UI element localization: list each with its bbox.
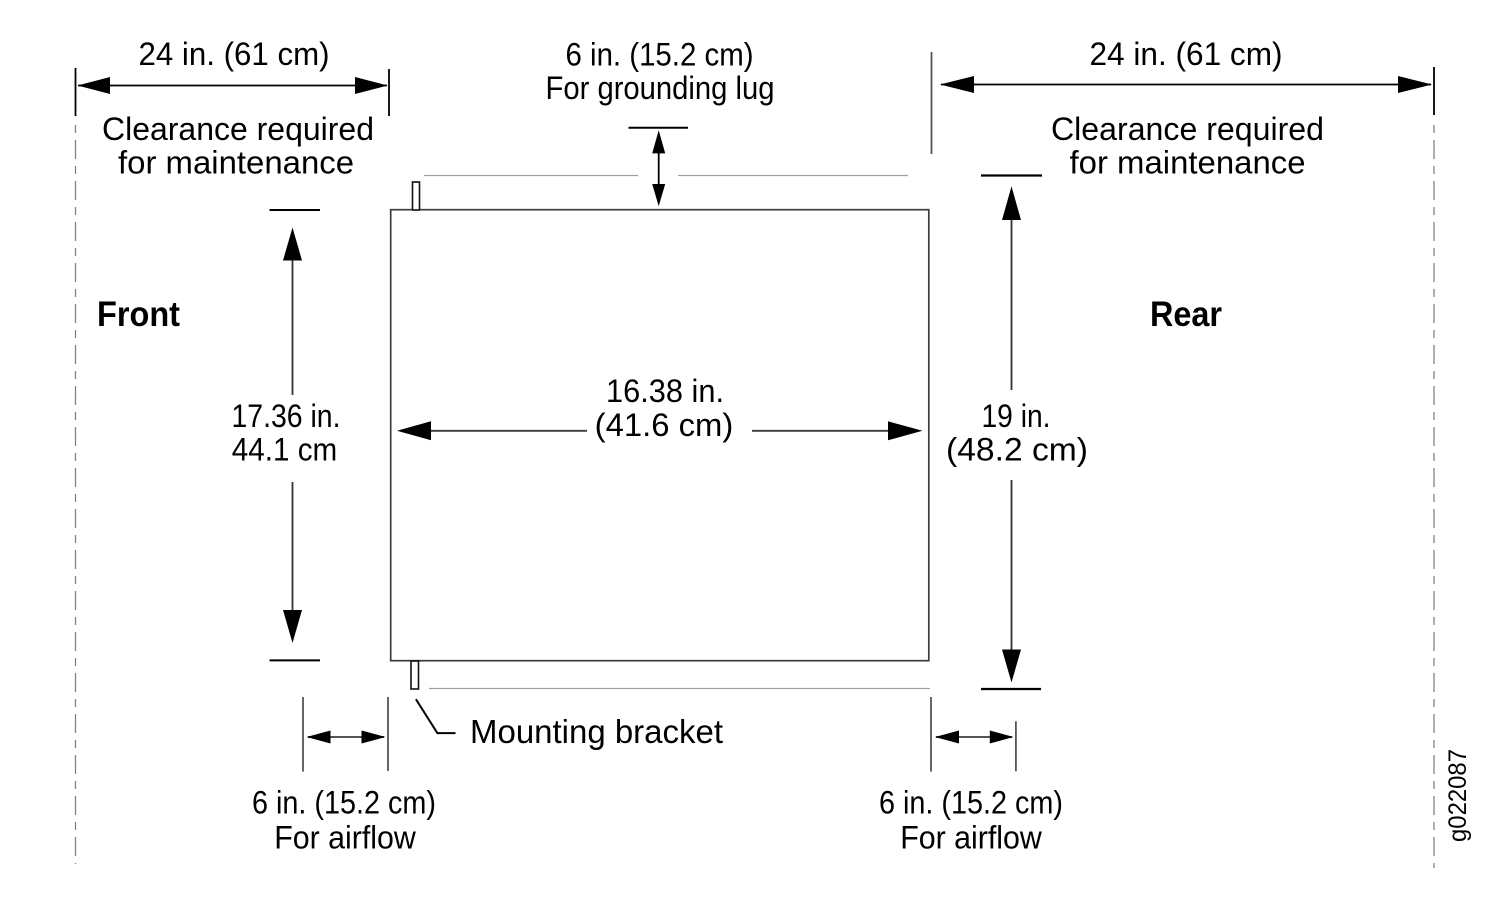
svg-text:Clearance required: Clearance required	[1051, 111, 1324, 147]
svg-text:6 in. (15.2 cm): 6 in. (15.2 cm)	[252, 785, 436, 821]
svg-text:Mounting bracket: Mounting bracket	[470, 713, 723, 750]
svg-text:24 in. (61 cm): 24 in. (61 cm)	[1090, 36, 1283, 72]
svg-text:g022087: g022087	[1444, 749, 1472, 842]
svg-text:For airflow: For airflow	[274, 820, 416, 856]
svg-text:6 in. (15.2 cm): 6 in. (15.2 cm)	[566, 36, 754, 72]
svg-text:Rear: Rear	[1150, 295, 1222, 334]
svg-text:For grounding lug: For grounding lug	[546, 70, 775, 106]
svg-text:for maintenance: for maintenance	[1070, 145, 1306, 181]
svg-text:for maintenance: for maintenance	[118, 145, 354, 181]
svg-text:Clearance required: Clearance required	[102, 111, 374, 147]
svg-text:44.1 cm: 44.1 cm	[232, 431, 338, 467]
svg-text:16.38 in.: 16.38 in.	[606, 373, 724, 409]
svg-text:(48.2 cm): (48.2 cm)	[946, 431, 1088, 467]
svg-text:24 in. (61 cm): 24 in. (61 cm)	[139, 36, 330, 72]
svg-text:19 in.: 19 in.	[982, 398, 1051, 434]
svg-text:6 in. (15.2 cm): 6 in. (15.2 cm)	[879, 785, 1063, 821]
svg-text:17.36 in.: 17.36 in.	[232, 398, 341, 434]
svg-text:For airflow: For airflow	[900, 820, 1042, 856]
svg-text:(41.6 cm): (41.6 cm)	[595, 407, 734, 443]
svg-text:Front: Front	[97, 295, 180, 334]
